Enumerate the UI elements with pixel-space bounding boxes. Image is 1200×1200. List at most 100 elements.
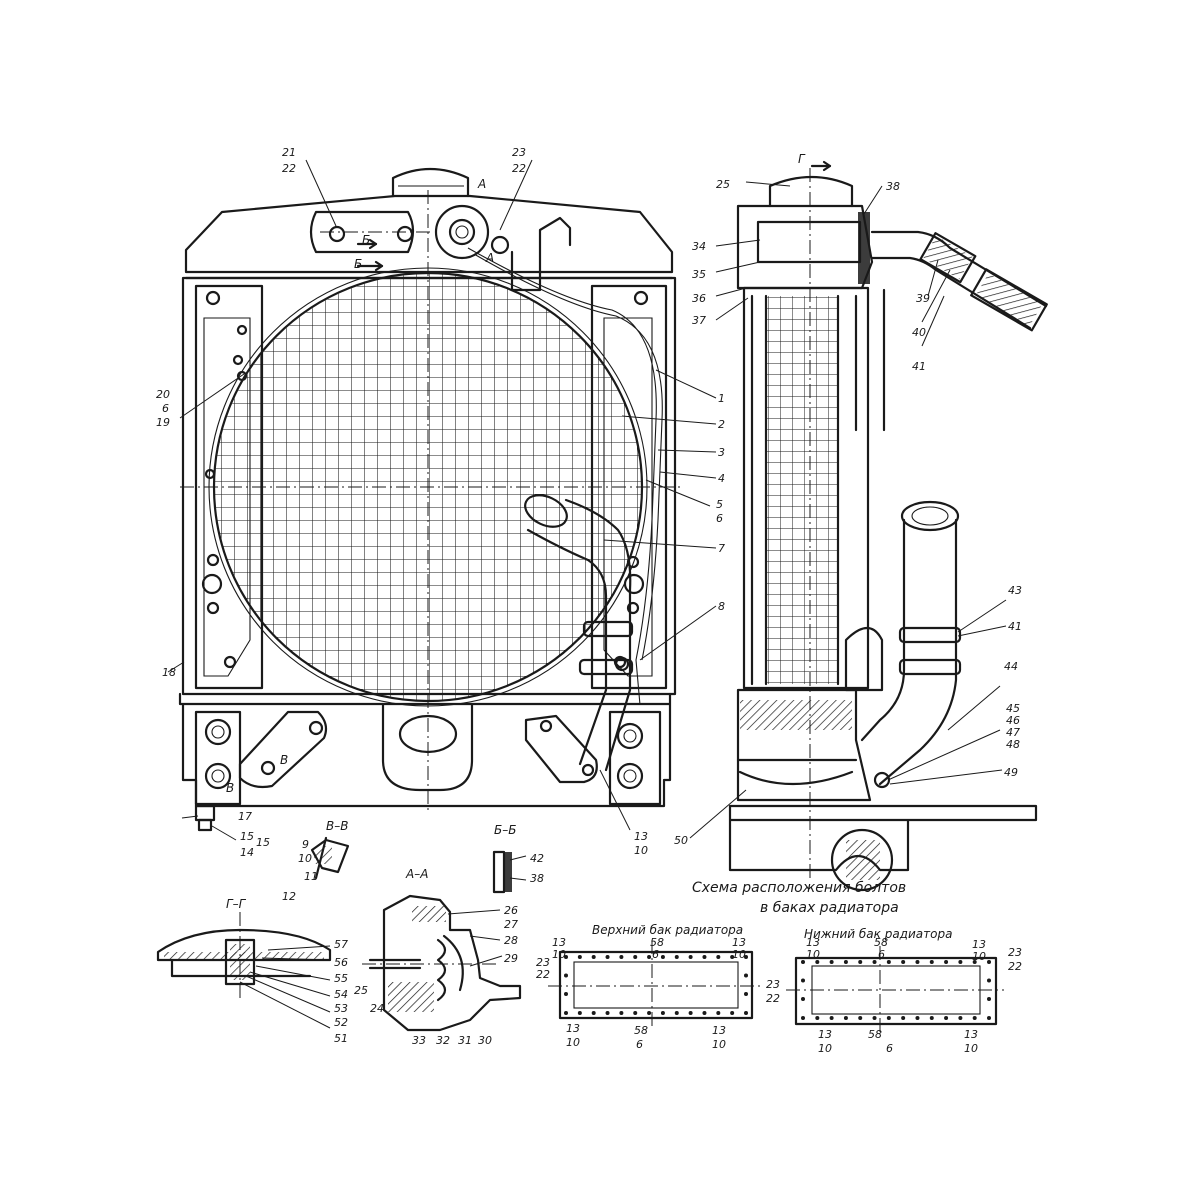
callout: 10 (298, 852, 312, 865)
bolt-scheme-lower (786, 946, 1004, 1036)
callout: 13 (712, 1024, 726, 1037)
bolt-hole (730, 1011, 735, 1015)
bolt-hole (944, 960, 949, 964)
callout: 54 (334, 988, 348, 1001)
callout: 39 (916, 292, 930, 305)
callout: 15 (256, 836, 270, 849)
callout: 32 (436, 1034, 450, 1047)
callout: 41 (912, 360, 926, 373)
callout: 45 (1006, 702, 1020, 715)
callout: 46 (1006, 714, 1020, 727)
bolt-hole (858, 960, 863, 964)
bolt-hole (872, 1016, 877, 1020)
bolt-hole (915, 960, 920, 964)
bolt-hole (564, 991, 568, 996)
callout: 52 (334, 1016, 348, 1029)
callout: 41 (1008, 620, 1022, 633)
callout: 51 (334, 1032, 348, 1045)
callout: 27 (504, 918, 518, 931)
front-view (178, 168, 680, 832)
section-mark-b2: Б (362, 233, 370, 247)
bolt-hole (987, 978, 991, 983)
callout: 48 (1006, 738, 1020, 751)
bolt-hole (929, 960, 934, 964)
bolt-scheme-upper (548, 940, 760, 1030)
section-title-b-b: Б–Б (494, 823, 516, 837)
bolt-hole (801, 978, 805, 983)
callout: 11 (304, 870, 318, 883)
outlet-pipe (524, 494, 634, 772)
callout: 6 (878, 948, 885, 961)
side-lower-pipe (860, 500, 962, 786)
bolt-hole (872, 960, 877, 964)
callout: 22 (282, 162, 296, 175)
callout: 38 (530, 872, 544, 885)
bolt-hole (591, 955, 596, 959)
section-mark-v: В (226, 781, 234, 795)
callout: 13 (818, 1028, 832, 1041)
callout: 6 (716, 512, 723, 525)
callout: 47 (1006, 726, 1020, 739)
bolt-hole (801, 1016, 805, 1020)
callout: 6 (652, 948, 659, 961)
filler-cap (391, 168, 470, 198)
callout: 13 (634, 830, 648, 843)
callout: 6 (636, 1038, 643, 1051)
callout: 17 (238, 810, 252, 823)
bolt-hole (619, 1011, 624, 1015)
callout: 19 (156, 416, 170, 429)
bolt-hole (647, 955, 652, 959)
callout: 20 (156, 388, 170, 401)
callout: 10 (732, 948, 746, 961)
bolt-hole (577, 955, 582, 959)
bolt-hole (564, 1011, 568, 1015)
callout: 58 (874, 936, 888, 949)
bolt-hole (901, 1016, 906, 1020)
callout: 22 (536, 968, 550, 981)
overflow-tube (467, 247, 657, 706)
callout: 25 (354, 984, 368, 997)
callout: 23 (536, 956, 550, 969)
callout: 22 (1008, 960, 1022, 973)
bolt-hole (987, 960, 991, 964)
upper-tank (184, 194, 674, 274)
bolt-hole (744, 955, 748, 959)
section-mark-a: А (477, 177, 486, 191)
callout: 42 (530, 852, 544, 865)
bolt-hole (886, 960, 891, 964)
detail-a-a (362, 894, 522, 1032)
bolt-hole (972, 960, 977, 964)
bolt-hole (744, 991, 748, 996)
upper-tank-label: Верхний бак радиатора (592, 923, 743, 937)
drain-tap (194, 804, 216, 822)
section-title-g-g: Г–Г (226, 897, 247, 911)
callout: 15 (240, 830, 254, 843)
callout: 25 (716, 178, 730, 191)
section-mark-v2: В (280, 753, 288, 767)
bolt-hole (688, 955, 693, 959)
callout: 10 (964, 1042, 978, 1055)
bolt-scheme-title-2: в баках радиатора (760, 900, 899, 916)
callout: 43 (1008, 584, 1022, 597)
callout: 13 (806, 936, 820, 949)
bolt-hole (915, 1016, 920, 1020)
callout: 23 (512, 146, 526, 159)
callout: 10 (972, 950, 986, 963)
callout: 21 (282, 146, 296, 159)
callout: 34 (692, 240, 706, 253)
bolt-hole (815, 1016, 820, 1020)
bolt-hole (577, 1011, 582, 1015)
section-mark-g: Г (798, 152, 806, 166)
callout: 13 (566, 1022, 580, 1035)
bolt-hole (660, 1011, 665, 1015)
callout: 23 (1008, 946, 1022, 959)
bolt-hole (972, 1016, 977, 1020)
callout: 4 (718, 472, 725, 485)
callout: 10 (552, 948, 566, 961)
callout: 7 (718, 542, 725, 555)
callout: 10 (806, 948, 820, 961)
callout: 6 (162, 402, 169, 415)
bolt-hole (829, 960, 834, 964)
callout: 44 (1004, 660, 1018, 673)
